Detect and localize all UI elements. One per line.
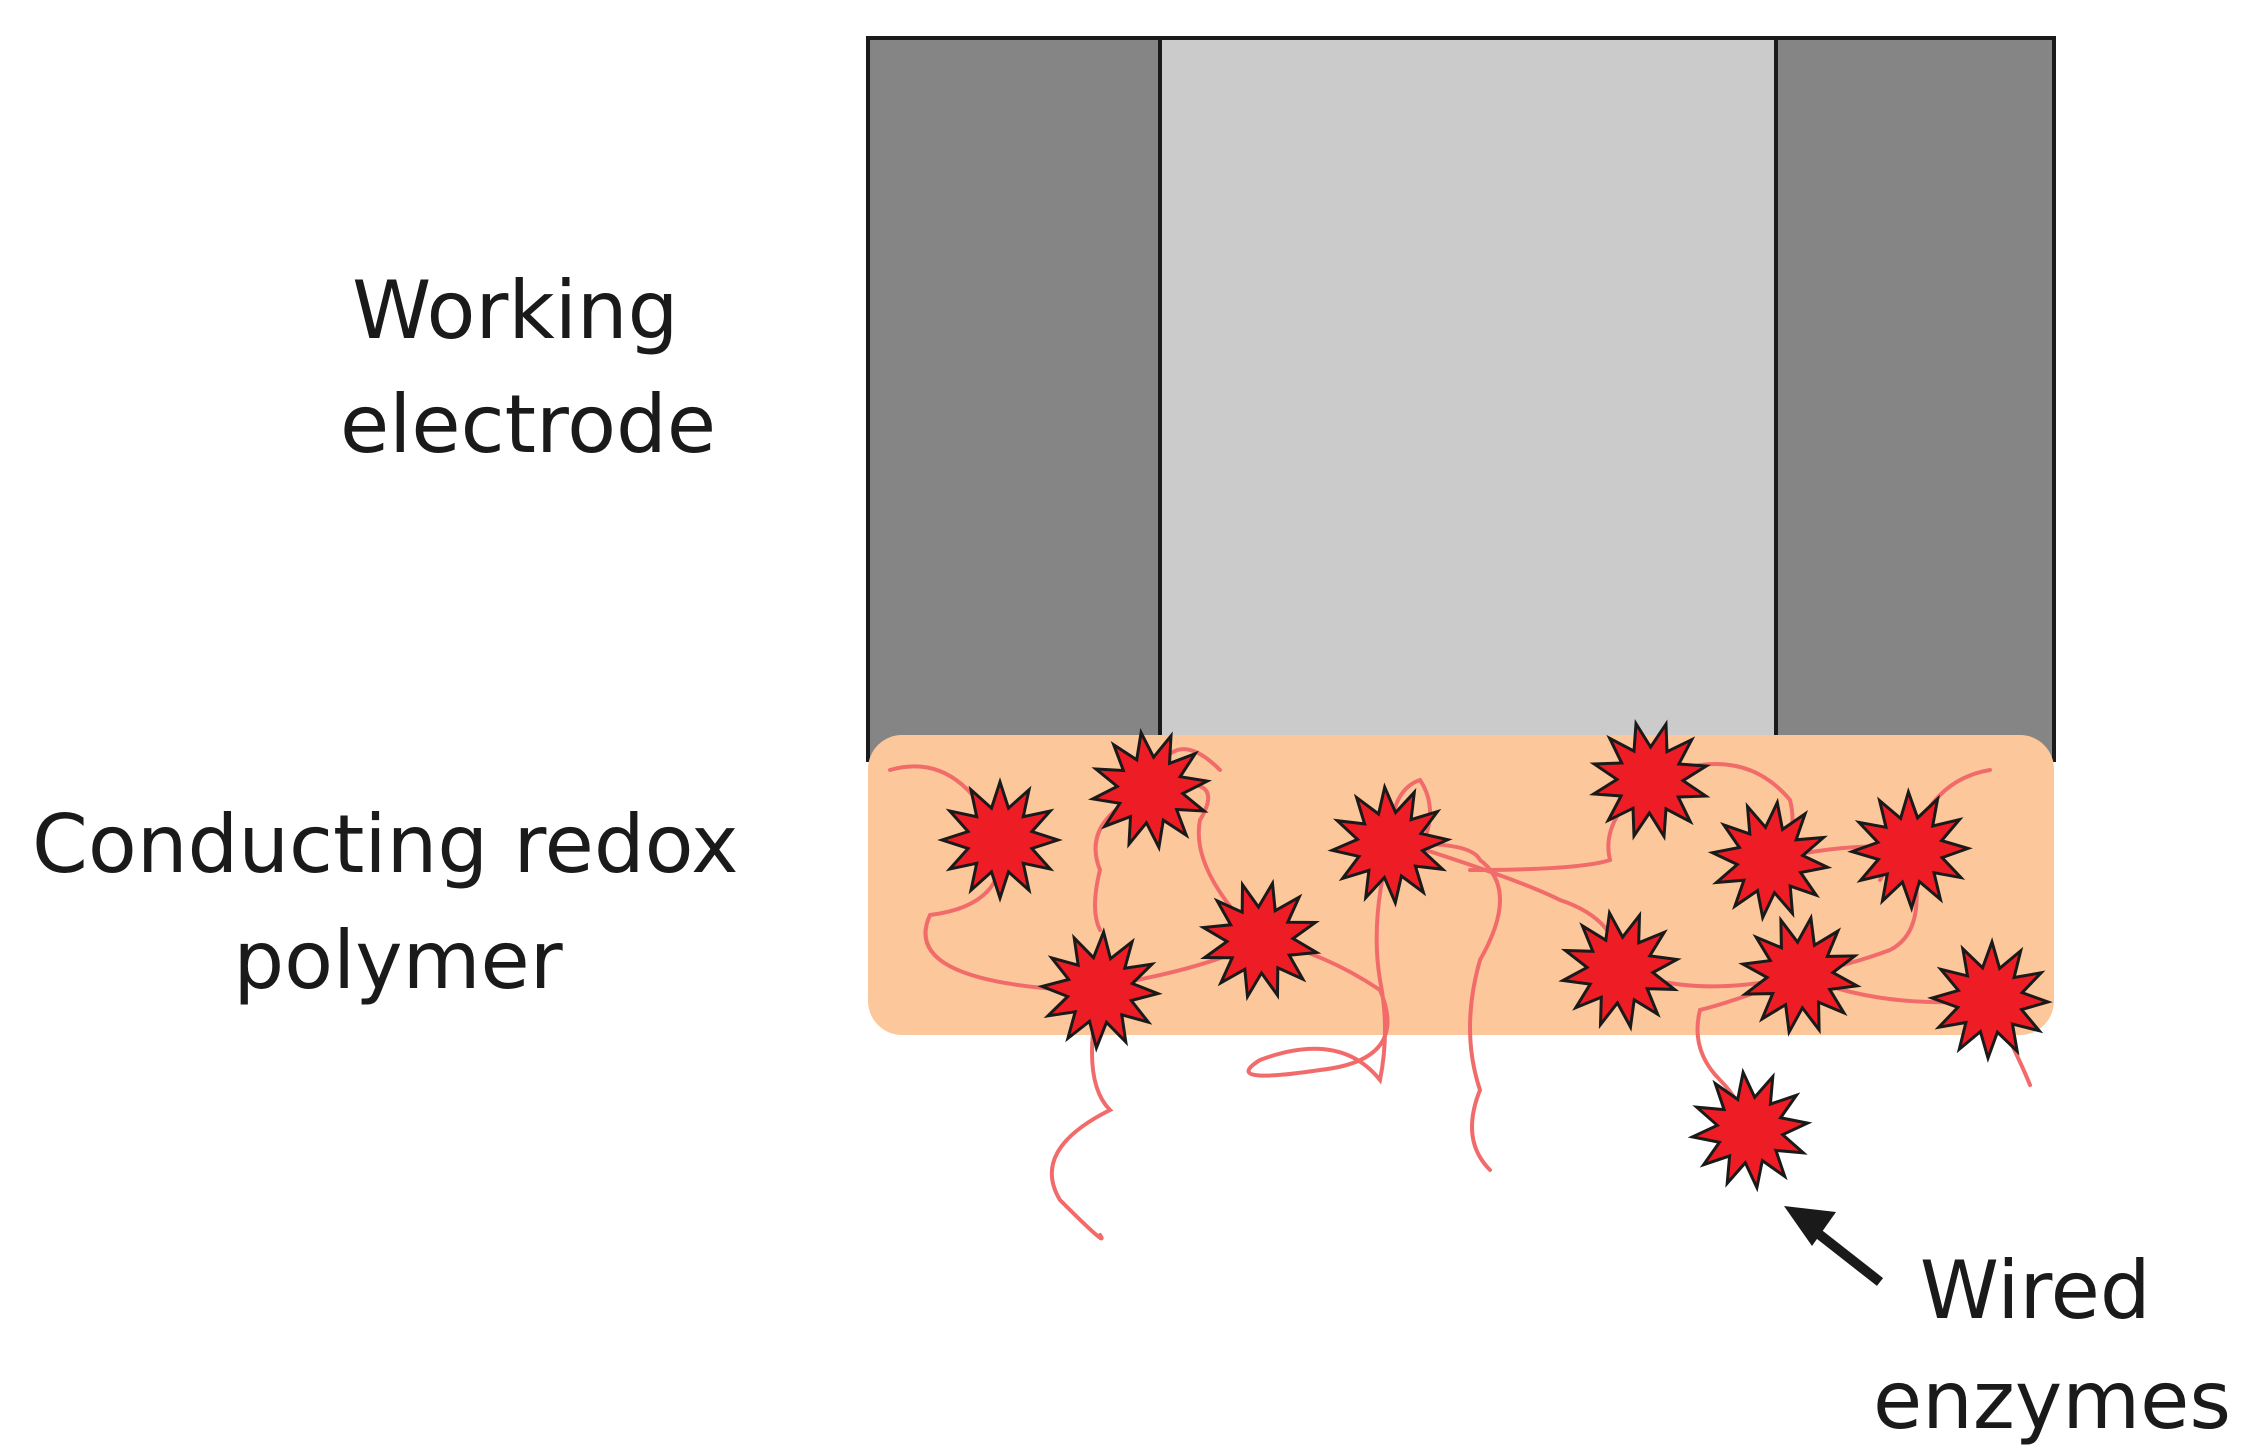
enzyme-icon — [1589, 719, 1711, 841]
wired-enzymes-label-line1: Wired — [1920, 1244, 2151, 1337]
working-electrode-label: Working electrode — [340, 264, 716, 471]
polymer-label-line2: polymer — [233, 914, 562, 1007]
enzyme-icon — [1037, 927, 1163, 1053]
wire — [1388, 842, 1502, 1172]
enzyme-icon — [1687, 1067, 1813, 1193]
conducting-redox-polymer-label: Conducting redox polymer — [32, 798, 764, 1007]
enzyme-icon — [1558, 908, 1682, 1032]
electrode-right-band — [1774, 36, 2056, 762]
arrow-icon — [1784, 1206, 1884, 1286]
polymer-label-line1: Conducting redox — [32, 798, 738, 891]
electrode-center — [1158, 36, 1778, 762]
electrode-left-band — [866, 36, 1162, 762]
working-electrode — [866, 36, 2056, 762]
enzyme-icon — [1087, 727, 1213, 853]
wired-enzymes-label-line2: enzymes — [1873, 1354, 2231, 1447]
wired-enzymes-label: Wired enzymes — [1873, 1244, 2231, 1447]
enzyme-icon — [937, 777, 1063, 903]
wire — [1049, 988, 1114, 1241]
enzyme-icon — [1927, 937, 2053, 1063]
working-electrode-label-line2: electrode — [340, 378, 716, 471]
enzyme-group — [937, 719, 2053, 1193]
enzyme-icon — [1707, 797, 1833, 923]
enzyme-icon — [1198, 878, 1322, 1002]
enzyme-icon — [1847, 787, 1973, 913]
working-electrode-label-line1: Working — [352, 264, 678, 357]
enzyme-icon — [1327, 782, 1453, 908]
wire — [1246, 843, 1392, 1085]
enzyme-icon — [1738, 913, 1862, 1037]
